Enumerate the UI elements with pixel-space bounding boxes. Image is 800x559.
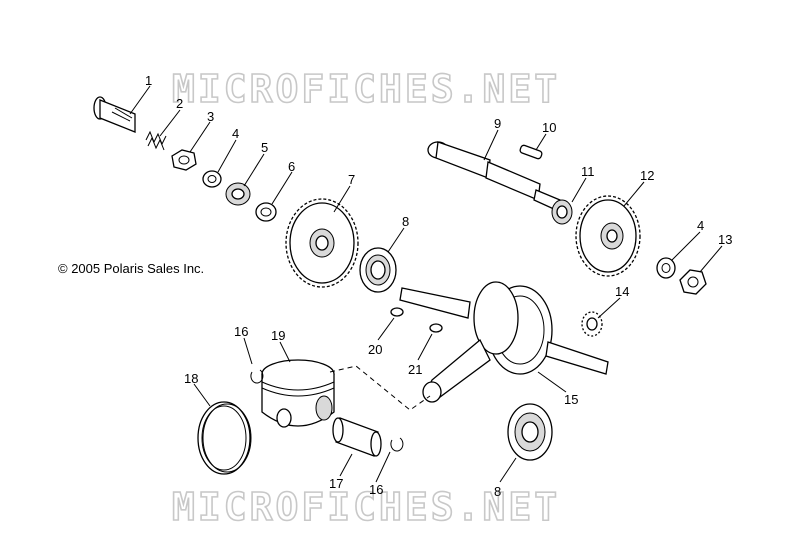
callout-19: 19 — [271, 328, 285, 343]
part-10-key — [519, 144, 543, 160]
part-4-washer — [202, 170, 222, 188]
callout-16-lower: 16 — [369, 482, 383, 497]
part-19-piston — [261, 359, 335, 428]
callout-labels: 1 2 3 4 5 6 7 8 9 10 11 12 4 13 14 15 16… — [145, 73, 732, 499]
part-2-spring — [145, 130, 167, 151]
callout-4-right: 4 — [697, 218, 704, 233]
callout-3: 3 — [207, 109, 214, 124]
callout-7: 7 — [348, 172, 355, 187]
part-8-bearing-upper — [359, 247, 397, 293]
callout-4: 4 — [232, 126, 239, 141]
part-1-pin — [93, 96, 136, 133]
part-8-bearing-lower — [507, 403, 553, 461]
callout-10: 10 — [542, 120, 556, 135]
callout-11: 11 — [581, 164, 595, 179]
watermark-top: MICROFICHES.NET — [172, 67, 560, 111]
callout-15: 15 — [564, 392, 578, 407]
leader-lines — [129, 85, 723, 483]
callout-20: 20 — [368, 342, 382, 357]
callout-5: 5 — [261, 140, 268, 155]
part-18-rings — [197, 401, 252, 475]
part-21-key — [429, 323, 443, 333]
callout-16-upper: 16 — [234, 324, 248, 339]
callout-2: 2 — [176, 96, 183, 111]
part-16-clip-lower — [390, 437, 404, 452]
callout-9: 9 — [494, 116, 501, 131]
callout-12: 12 — [640, 168, 654, 183]
callout-8-upper: 8 — [402, 214, 409, 229]
callout-18: 18 — [184, 371, 198, 386]
part-17-piston-pin — [332, 417, 382, 457]
callout-21: 21 — [408, 362, 422, 377]
part-12-gear — [575, 195, 641, 277]
watermark-bottom: MICROFICHES.NET — [172, 485, 560, 529]
part-3-nut — [171, 149, 197, 171]
alignment-line — [329, 365, 431, 411]
copyright-text: © 2005 Polaris Sales Inc. — [58, 261, 204, 276]
callout-14: 14 — [615, 284, 629, 299]
part-14-sprocket — [581, 311, 603, 337]
part-4-washer-right — [656, 257, 676, 279]
part-6-washer — [255, 202, 277, 222]
callout-13: 13 — [718, 232, 732, 247]
callout-8-lower: 8 — [494, 484, 501, 499]
callout-17: 17 — [329, 476, 343, 491]
part-13-nut — [679, 269, 707, 295]
part-7-gear — [285, 198, 359, 288]
callout-1: 1 — [145, 73, 152, 88]
part-15-crankshaft — [399, 281, 609, 403]
part-5-collar — [225, 182, 251, 206]
part-20-key — [390, 307, 404, 317]
part-16-clip-upper — [250, 369, 264, 384]
callout-6: 6 — [288, 159, 295, 174]
part-11-bearing — [551, 199, 573, 225]
